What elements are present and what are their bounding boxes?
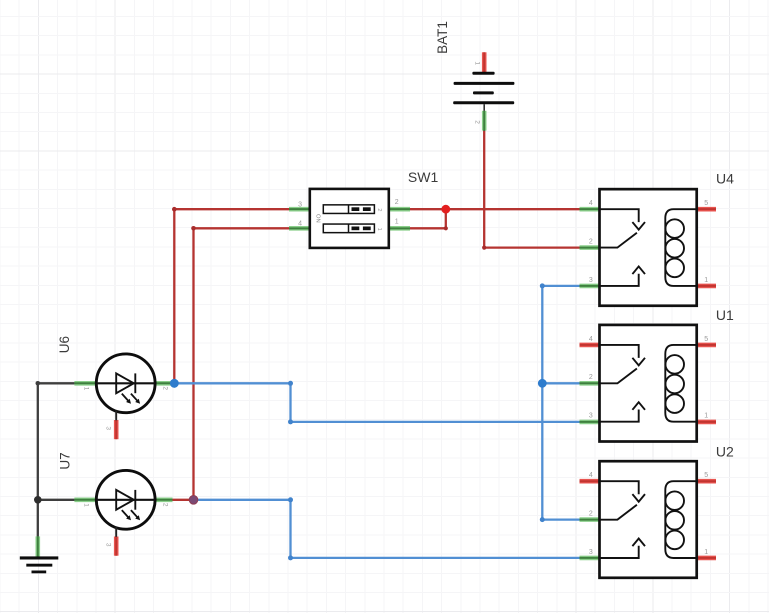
svg-text:4: 4 xyxy=(298,221,302,228)
svg-text:U1: U1 xyxy=(716,307,734,323)
svg-text:1: 1 xyxy=(395,218,399,225)
svg-text:3: 3 xyxy=(589,413,593,420)
svg-text:2: 2 xyxy=(395,199,399,206)
svg-text:5: 5 xyxy=(704,472,708,479)
svg-text:4: 4 xyxy=(589,472,593,479)
svg-text:1: 1 xyxy=(82,503,89,507)
svg-text:3: 3 xyxy=(105,426,112,430)
svg-text:1: 1 xyxy=(474,61,481,65)
svg-text:SW1: SW1 xyxy=(408,169,439,185)
svg-text:U4: U4 xyxy=(716,171,734,187)
svg-text:1: 1 xyxy=(704,413,708,420)
svg-text:2: 2 xyxy=(589,511,593,518)
svg-text:U2: U2 xyxy=(716,444,734,460)
svg-text:2: 2 xyxy=(589,239,593,246)
svg-text:3: 3 xyxy=(105,543,112,547)
svg-text:1: 1 xyxy=(704,277,708,284)
svg-text:2: 2 xyxy=(161,503,168,507)
svg-text:3: 3 xyxy=(589,549,593,556)
svg-text:3: 3 xyxy=(298,202,302,209)
svg-text:4: 4 xyxy=(589,336,593,343)
svg-text:ON: ON xyxy=(315,214,321,223)
svg-text:3: 3 xyxy=(589,277,593,284)
svg-text:2: 2 xyxy=(161,386,168,390)
svg-text:2: 2 xyxy=(376,208,382,211)
svg-text:1: 1 xyxy=(82,387,89,391)
svg-text:U6: U6 xyxy=(57,336,72,353)
svg-text:BAT1: BAT1 xyxy=(435,21,450,54)
svg-text:4: 4 xyxy=(589,200,593,207)
svg-text:5: 5 xyxy=(704,336,708,343)
svg-text:2: 2 xyxy=(474,120,481,124)
svg-text:U7: U7 xyxy=(58,452,73,469)
svg-text:1: 1 xyxy=(376,228,382,231)
svg-text:5: 5 xyxy=(704,200,708,207)
svg-text:2: 2 xyxy=(589,374,593,381)
svg-text:1: 1 xyxy=(704,549,708,556)
